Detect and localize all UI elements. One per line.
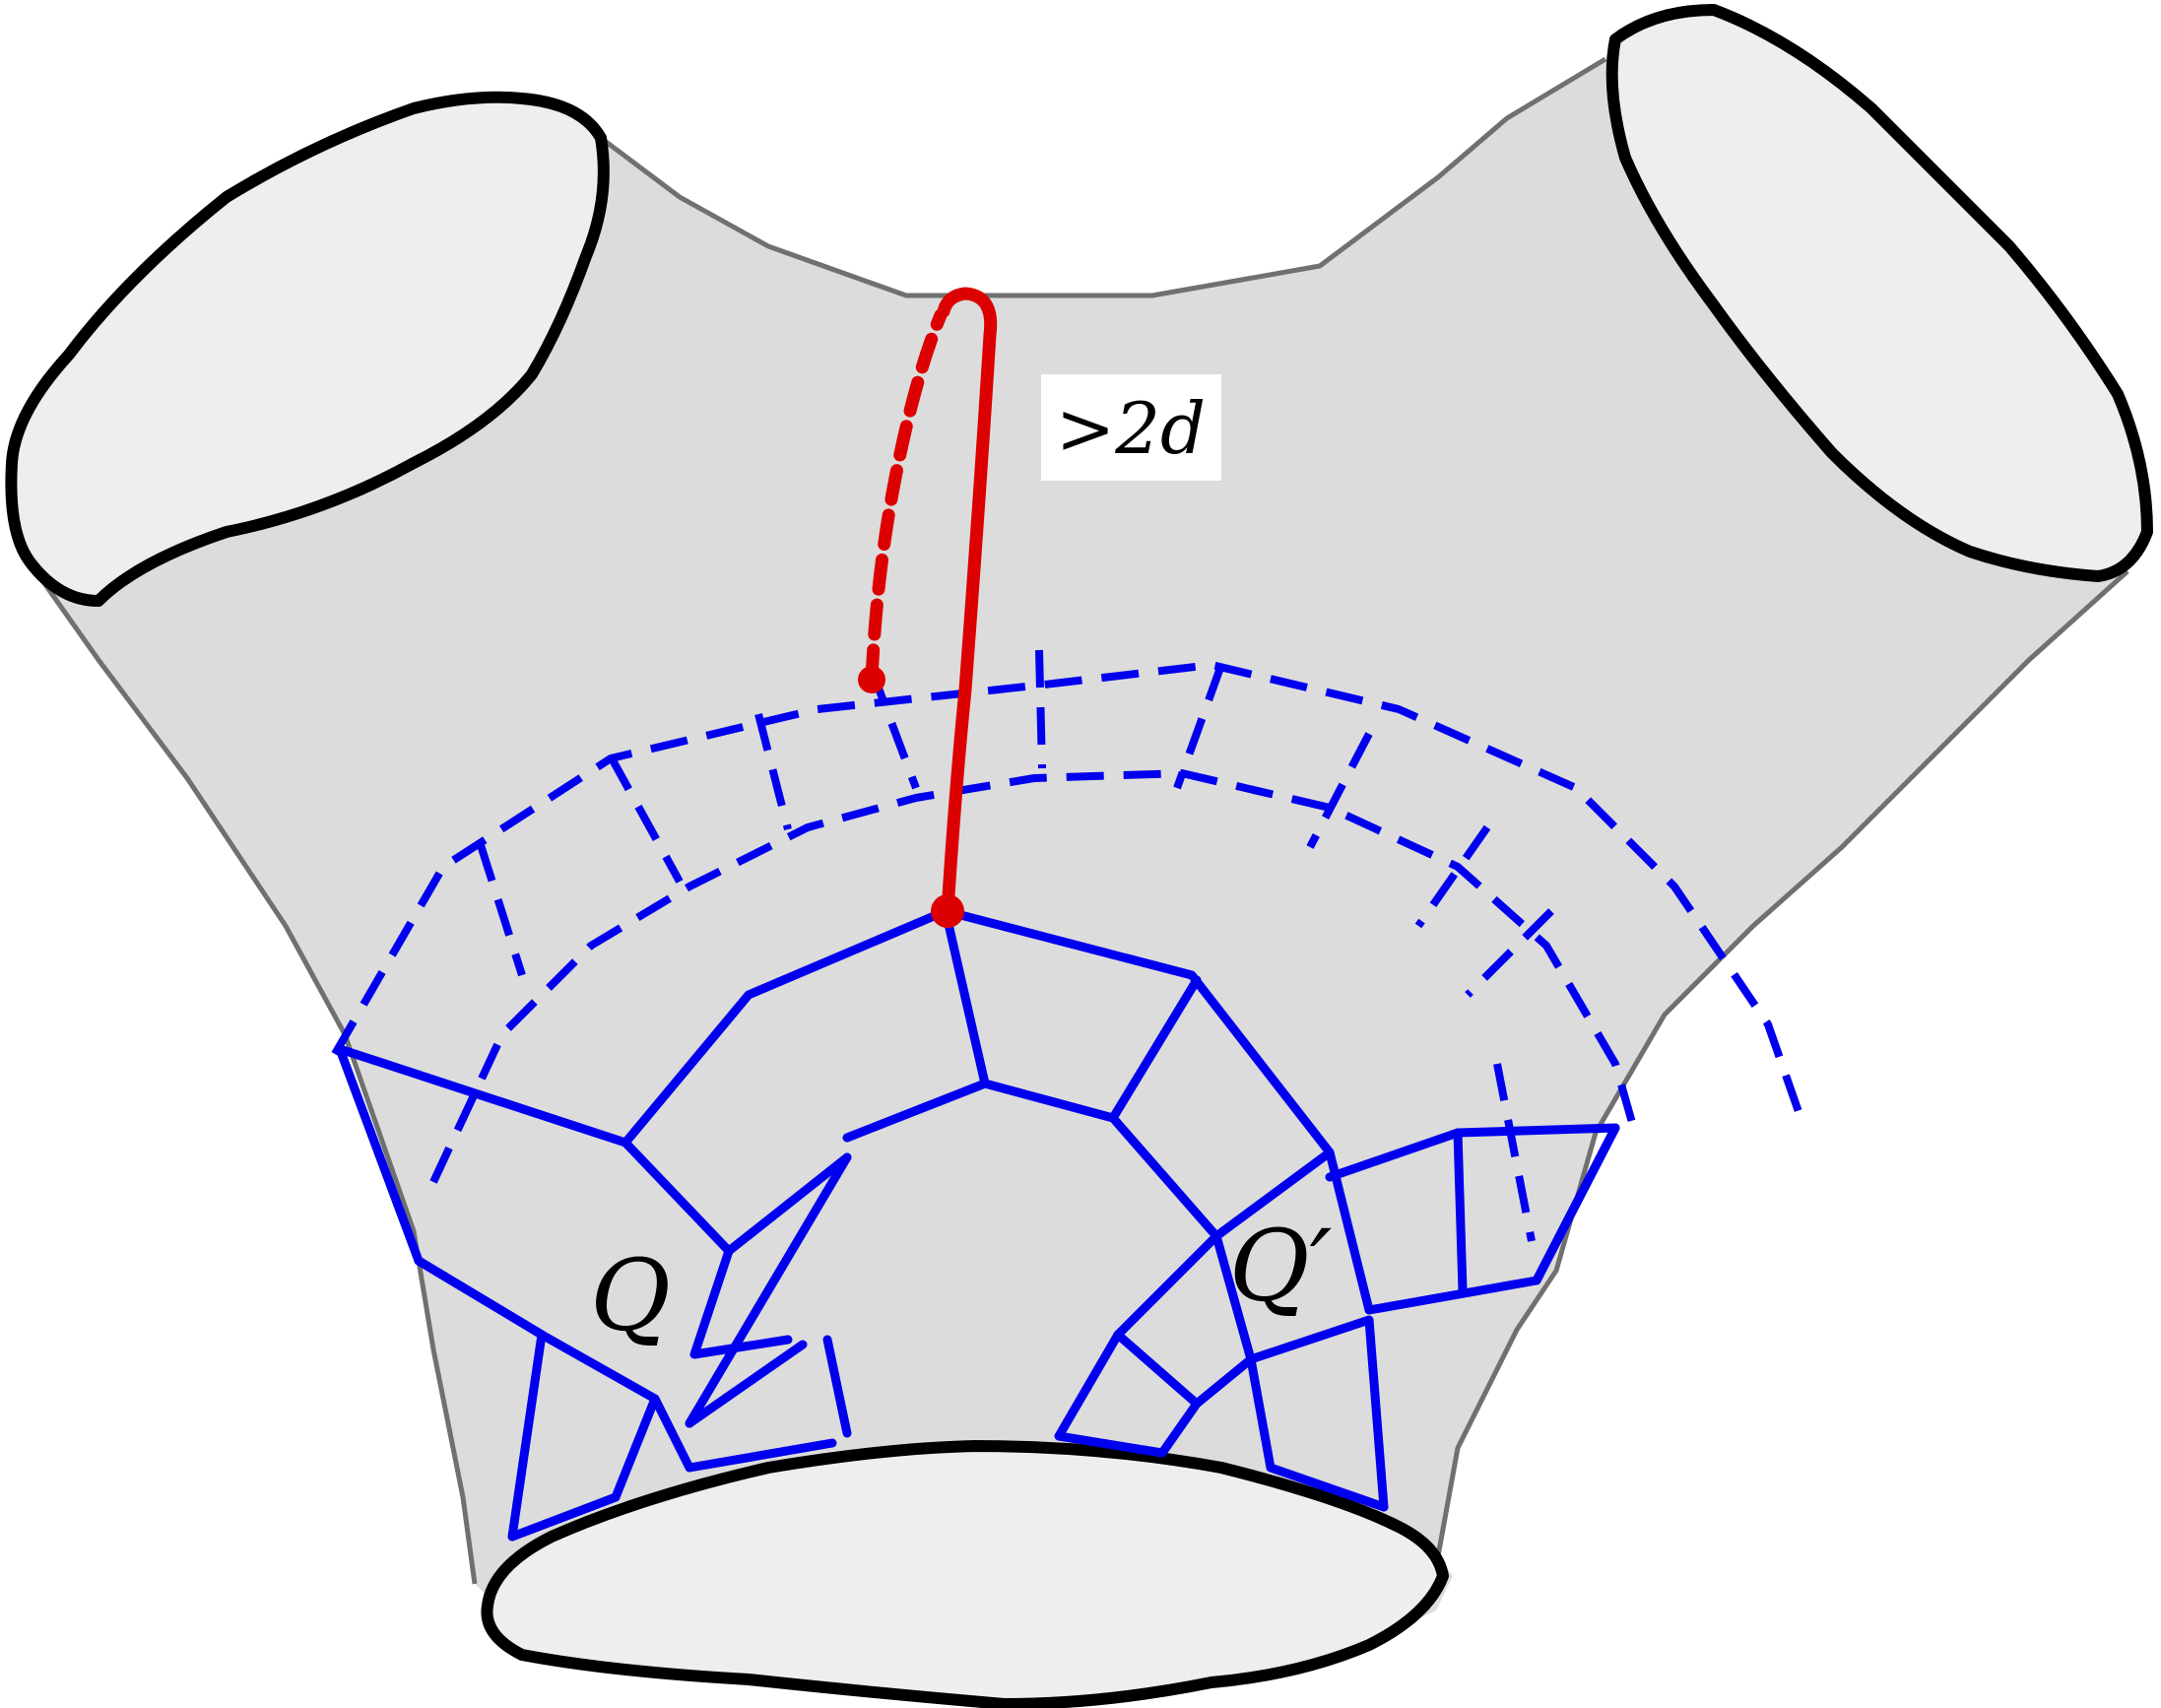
distance-label: >2d <box>1056 387 1206 470</box>
region-label-q-prime: Q′ <box>1229 1209 1333 1324</box>
red-endpoint-upper <box>858 666 885 693</box>
red-endpoint-lower <box>931 894 964 928</box>
bottom-boundary-circle <box>481 1440 1449 1708</box>
surface-body <box>27 20 2137 1704</box>
tiling-front <box>335 906 1620 1542</box>
tiling-back <box>331 649 1806 1242</box>
distance-label-box <box>1041 374 1221 481</box>
right-boundary-circle <box>1605 4 2153 582</box>
region-label-q: Q <box>590 1238 671 1353</box>
left-boundary-circle <box>5 91 610 607</box>
red-path-solid <box>937 287 998 918</box>
red-path-dashed <box>865 308 948 687</box>
